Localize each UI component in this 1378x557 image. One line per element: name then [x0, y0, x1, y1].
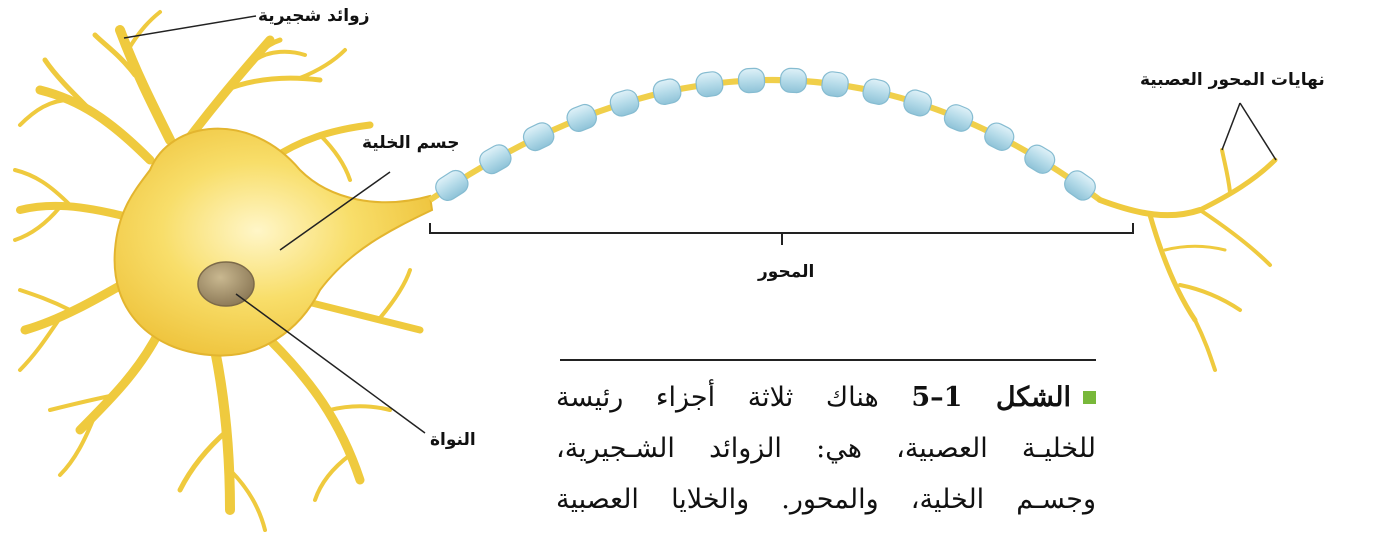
figure-caption: الشكل 1–5 هناك ثلاثة أجزاء رئيسة للخليـة…	[556, 372, 1096, 525]
myelin-segment	[1064, 170, 1096, 201]
label-nucleus: النواة	[430, 430, 476, 450]
caption-rule	[560, 359, 1096, 361]
nucleus-shape	[197, 261, 255, 307]
caption-line-3: وجسـم الخلية، والمحور. والخلايا العصبية	[556, 484, 1096, 515]
label-axon: المحور	[758, 262, 815, 282]
caption-line-1-text: هناك ثلاثة أجزاء رئيسة	[556, 382, 879, 413]
myelin-segment	[984, 122, 1015, 151]
figure-label: الشكل 1–5	[911, 382, 1072, 413]
myelin-segment	[737, 67, 766, 94]
myelin-segment	[609, 89, 640, 117]
myelin-sheath	[435, 67, 1096, 201]
myelin-segment	[435, 169, 469, 201]
label-axon-terminals: نهايات المحور العصبية	[1140, 70, 1325, 90]
caption-line-1: الشكل 1–5 هناك ثلاثة أجزاء رئيسة	[556, 372, 1096, 423]
myelin-segment	[522, 122, 555, 152]
myelin-segment	[903, 89, 932, 117]
myelin-segment	[652, 78, 682, 106]
myelin-segment	[1024, 144, 1056, 174]
axon-terminals-branches	[1097, 148, 1278, 372]
caption-line-2: للخليـة العصبية، هي: الزوائد الشـجيرية،	[556, 433, 1096, 464]
myelin-segment	[479, 144, 512, 175]
myelin-segment	[695, 71, 724, 98]
axon-bracket	[429, 223, 1134, 245]
myelin-segment	[862, 78, 891, 105]
cell-body-shape	[113, 127, 434, 357]
myelin-segment	[943, 104, 974, 132]
leader-lines	[123, 15, 1277, 434]
label-dendrites: زوائد شجيرية	[258, 6, 370, 26]
myelin-segment	[821, 71, 849, 98]
label-cell-body: جسم الخلية	[362, 133, 460, 153]
myelin-segment	[779, 67, 807, 94]
myelin-segment	[566, 103, 597, 132]
caption-marker-icon	[1083, 391, 1096, 404]
